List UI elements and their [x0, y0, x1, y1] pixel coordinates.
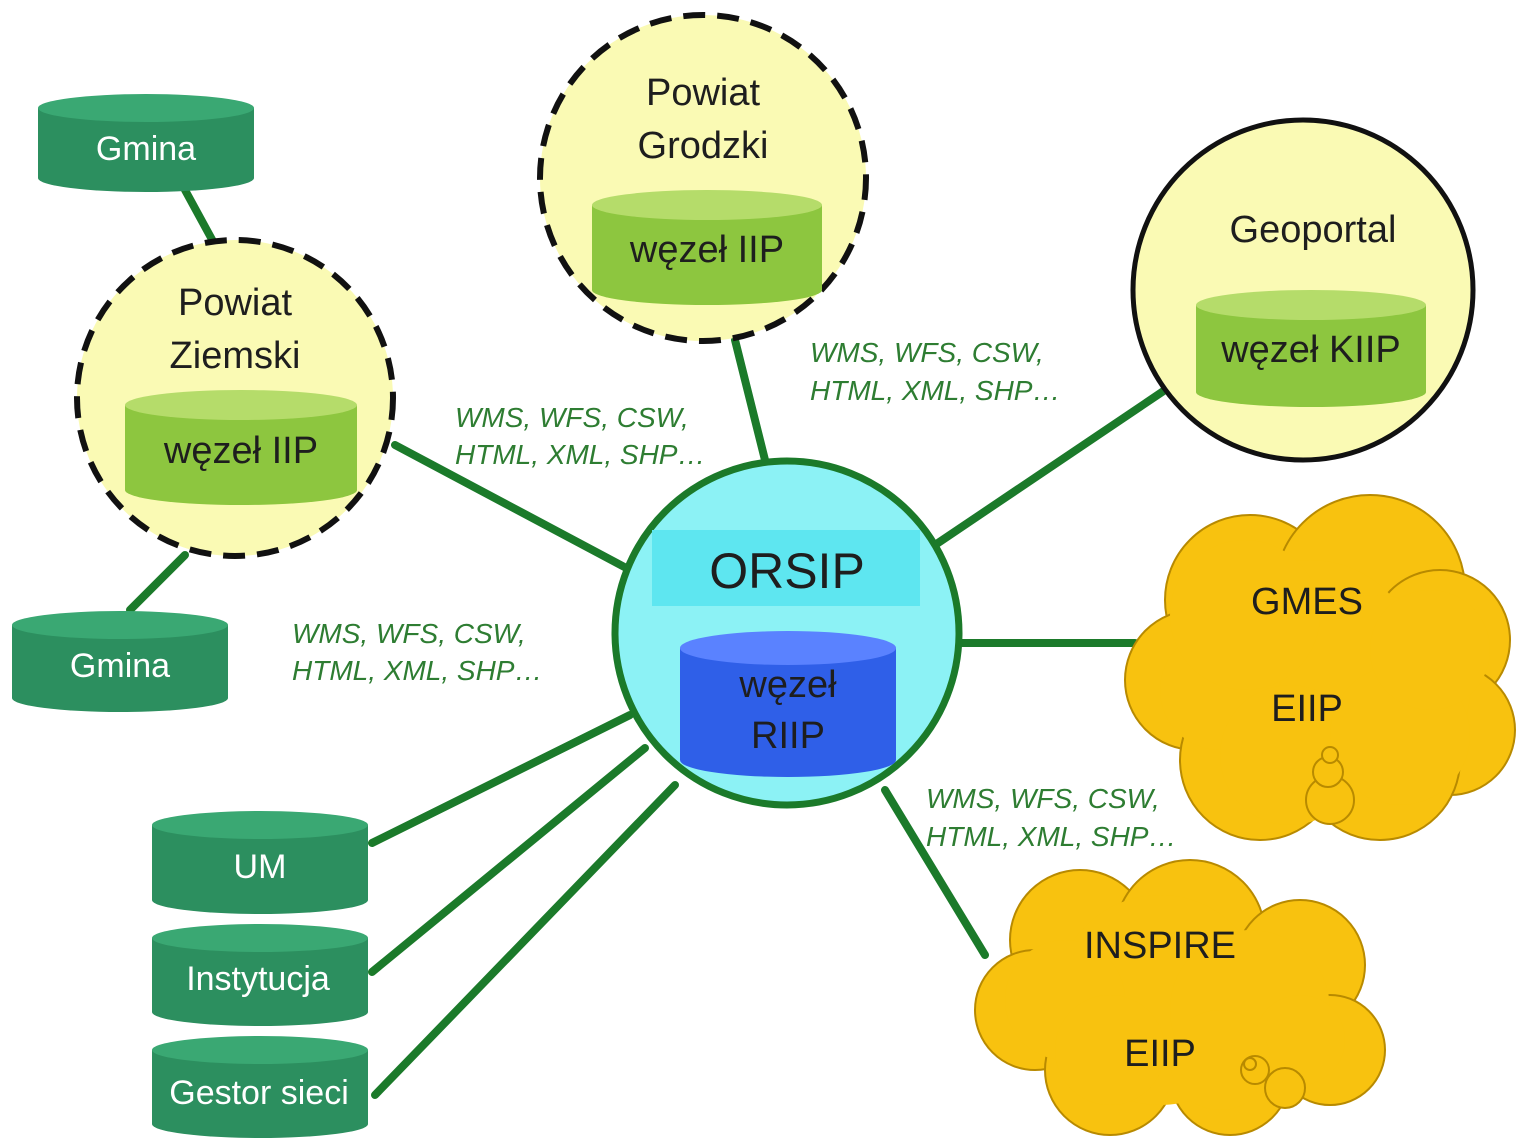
inspire-line1: INSPIRE	[1084, 925, 1236, 967]
protocol-line1: WMS, WFS, CSW,	[292, 618, 526, 649]
protocol-line2: HTML, XML, SHP…	[455, 439, 705, 470]
geoportal-node: Geoportal węzeł KIIP	[1130, 117, 1476, 463]
protocol-line1: WMS, WFS, CSW,	[455, 402, 689, 433]
powiat-ziemski-iip-cylinder: węzeł IIP	[125, 390, 357, 505]
protocols-inspire: WMS, WFS, CSW, HTML, XML, SHP…	[926, 783, 1176, 852]
um-cylinder: UM	[152, 811, 368, 914]
inspire-cloud: INSPIRE EIIP	[974, 859, 1386, 1136]
gmina-bottom-cylinder: Gmina	[12, 611, 228, 712]
link-powiat-ziemski-gmina-bottom	[126, 551, 189, 614]
gmes-cloud: GMES EIIP	[1124, 494, 1516, 841]
protocol-line2: HTML, XML, SHP…	[292, 655, 542, 686]
instytucja-label: Instytucja	[186, 960, 330, 998]
orsip-riip-line2: RIIP	[751, 715, 825, 757]
geoportal-kiip-cylinder: węzeł KIIP	[1196, 290, 1426, 407]
protocols-powiat-grodzki: WMS, WFS, CSW, HTML, XML, SHP…	[810, 337, 1060, 406]
instytucja-cylinder: Instytucja	[152, 924, 368, 1026]
orsip-node: ORSIP węzeł RIIP	[611, 457, 963, 809]
powiat-grodzki-iip-label: węzeł IIP	[629, 229, 784, 271]
link-orsip-gestor	[371, 781, 679, 1099]
protocol-line2: HTML, XML, SHP…	[926, 821, 1176, 852]
link-orsip-um	[368, 711, 634, 847]
inspire-line2: EIIP	[1124, 1033, 1196, 1075]
protocol-line1: WMS, WFS, CSW,	[926, 783, 1160, 814]
powiat-grodzki-iip-cylinder: węzeł IIP	[592, 190, 822, 305]
gestor-label: Gestor sieci	[169, 1074, 349, 1112]
gmes-bubble-small	[1321, 746, 1339, 764]
geoportal-title: Geoportal	[1230, 209, 1397, 251]
link-geoportal-orsip	[931, 386, 1169, 549]
protocols-gmina: WMS, WFS, CSW, HTML, XML, SHP…	[292, 618, 542, 686]
powiat-ziemski-line1: Powiat	[178, 282, 292, 324]
powiat-grodzki-line2: Grodzki	[638, 125, 769, 167]
powiat-grodzki-line1: Powiat	[646, 72, 760, 114]
gmina-top-label: Gmina	[96, 130, 196, 168]
gmina-bottom-label: Gmina	[70, 647, 170, 685]
link-powiat-ziemski-orsip	[391, 441, 634, 574]
link-orsip-inspire	[881, 786, 989, 959]
gmina-top-cylinder: Gmina	[38, 94, 254, 192]
orsip-riip-cylinder: węzeł RIIP	[680, 631, 896, 777]
link-orsip-instytucja	[368, 744, 649, 976]
powiat-ziemski-line2: Ziemski	[170, 335, 301, 377]
gmes-line1: GMES	[1251, 581, 1363, 623]
protocol-line1: WMS, WFS, CSW,	[810, 337, 1044, 368]
link-gmina-top-powiat-ziemski	[181, 186, 219, 249]
link-powiat-grodzki-orsip	[731, 336, 774, 484]
powiat-grodzki-node: Powiat Grodzki węzeł IIP	[537, 12, 869, 344]
inspire-bubble-large	[1264, 1067, 1306, 1109]
powiat-ziemski-iip-label: węzeł IIP	[163, 430, 318, 472]
gmes-line2: EIIP	[1271, 688, 1343, 730]
geoportal-kiip-label: węzeł KIIP	[1220, 329, 1401, 371]
protocols-powiat-ziemski: WMS, WFS, CSW, HTML, XML, SHP…	[455, 402, 705, 470]
powiat-ziemski-node: Powiat Ziemski węzeł IIP	[74, 237, 396, 559]
orsip-title-band	[652, 530, 920, 606]
orsip-riip-line1: węzeł	[738, 664, 837, 706]
connector-lines	[126, 186, 1169, 1099]
um-label: UM	[234, 848, 287, 886]
orsip-title: ORSIP	[709, 543, 865, 599]
inspire-bubble-small	[1243, 1057, 1257, 1071]
gestor-cylinder: Gestor sieci	[152, 1036, 368, 1138]
protocol-line2: HTML, XML, SHP…	[810, 375, 1060, 406]
